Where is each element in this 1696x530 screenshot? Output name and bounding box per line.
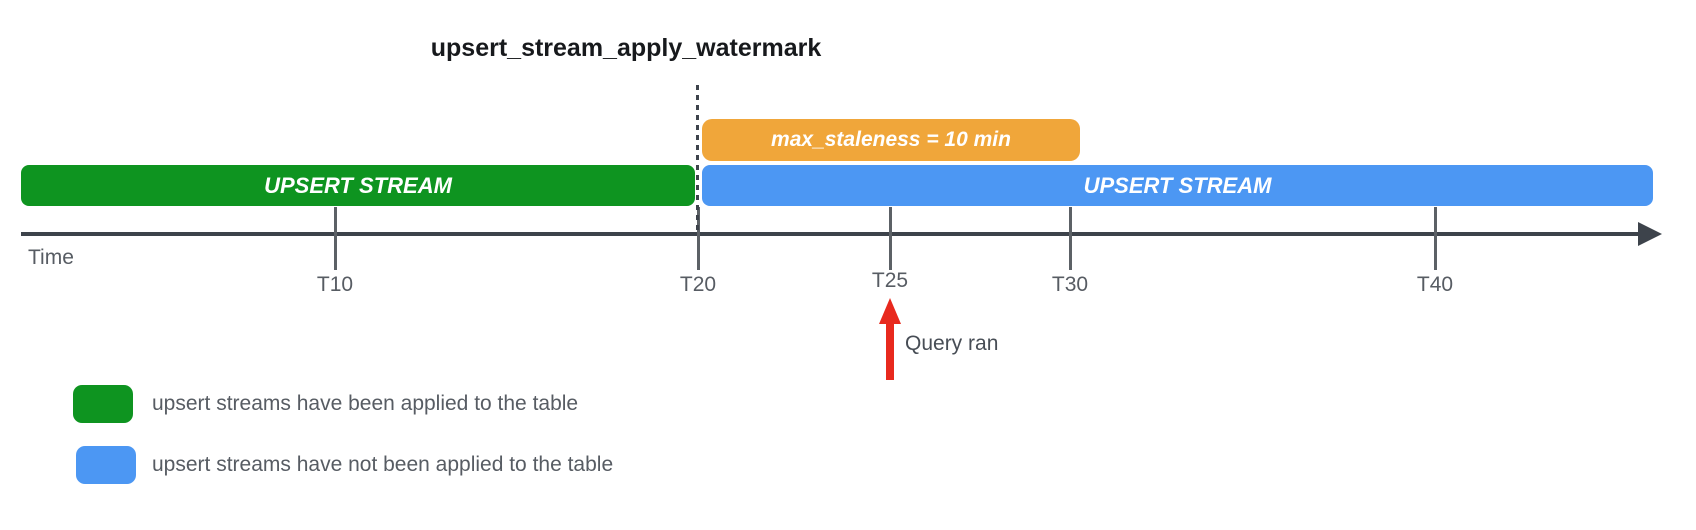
tick-line <box>888 207 892 270</box>
max-staleness-bar: max_staleness = 10 min <box>702 119 1080 161</box>
query-ran-arrow-icon <box>879 298 901 324</box>
legend-label-not-applied: upsert streams have not been applied to … <box>152 453 614 476</box>
legend-swatch-not-applied <box>76 446 136 484</box>
query-ran-label: Query ran <box>905 332 999 355</box>
legend-label-applied: upsert streams have been applied to the … <box>152 392 579 415</box>
upsert-stream-applied-label: UPSERT STREAM <box>264 172 452 198</box>
upsert-stream-pending-label: UPSERT STREAM <box>1083 172 1272 198</box>
tick-label: T25 <box>871 269 909 292</box>
watermark-dashed-line <box>696 85 699 233</box>
tick-label: T10 <box>316 273 354 296</box>
query-ran-arrow-shaft <box>886 321 894 380</box>
tick-line <box>1068 207 1072 270</box>
tick-label: T40 <box>1416 273 1454 296</box>
tick-line <box>333 207 337 270</box>
legend-swatch-applied <box>73 385 133 423</box>
tick-label: T20 <box>679 273 717 296</box>
upsert-stream-applied-bar: UPSERT STREAM <box>21 165 695 206</box>
tick-line <box>1433 207 1437 270</box>
tick-line <box>696 207 700 270</box>
max-staleness-label: max_staleness = 10 min <box>771 128 1011 151</box>
diagram-title: upsert_stream_apply_watermark <box>430 34 822 62</box>
tick-label: T30 <box>1051 273 1089 296</box>
time-axis-arrowhead-icon <box>1638 222 1662 246</box>
upsert-stream-pending-bar: UPSERT STREAM <box>702 165 1653 206</box>
time-axis-line <box>21 232 1643 236</box>
time-axis-label: Time <box>28 246 74 269</box>
